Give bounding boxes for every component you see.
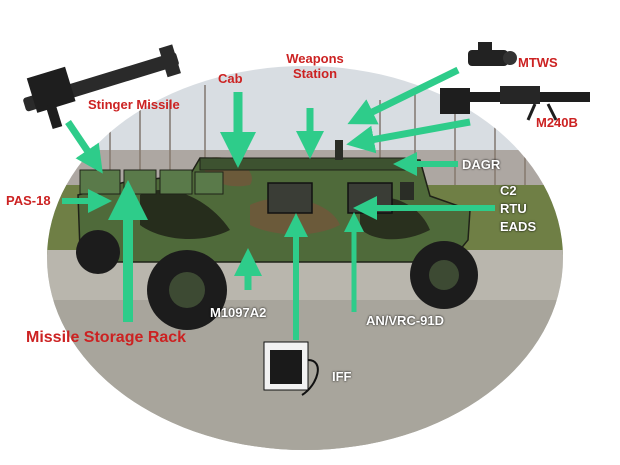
arrow-mtws	[347, 66, 460, 125]
stinger-weapon-image	[23, 44, 181, 130]
mtws-image	[468, 42, 517, 66]
label-dagr: DAGR	[462, 157, 501, 172]
label-weapons-line2: Station	[292, 66, 338, 81]
label-weapons-line1: Weapons	[286, 51, 344, 66]
arrow-m240b	[346, 118, 471, 154]
m240b-image	[440, 86, 590, 121]
label-m240b: M240B	[536, 115, 578, 130]
label-missile-storage-rack: Missile Storage Rack	[26, 329, 187, 346]
label-rtu: RTU	[500, 201, 527, 216]
label-mtws: MTWS	[518, 55, 558, 70]
label-eads: EADS	[500, 219, 537, 234]
label-m1097a2: M1097A2	[210, 305, 267, 320]
label-stinger-missile: Stinger Missile	[88, 97, 180, 112]
label-c2: C2	[500, 183, 517, 198]
arrow-stinger	[65, 120, 103, 174]
label-an-vrc-91d: AN/VRC-91D	[366, 313, 445, 328]
label-cab: Cab	[218, 71, 243, 86]
annotation-arrows	[62, 66, 495, 340]
wheels	[76, 230, 478, 330]
label-weapons-station: Weapons Station	[280, 52, 350, 80]
iff-image	[263, 341, 319, 396]
label-iff: IFF	[332, 369, 352, 384]
label-pas-18: PAS-18	[6, 193, 51, 208]
